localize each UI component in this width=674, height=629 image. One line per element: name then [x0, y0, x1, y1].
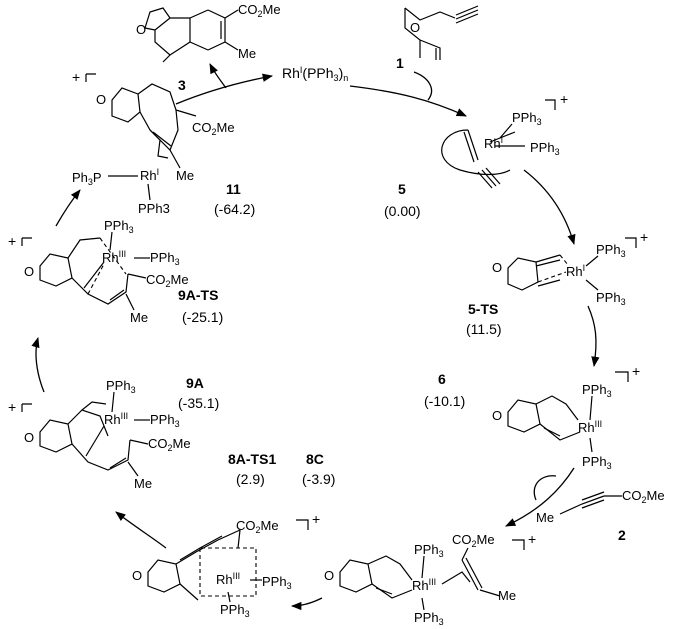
oxygen-atom: O [24, 430, 34, 445]
charge-plus: + [632, 363, 640, 379]
complex-5ts-structure: O RhI PPh3 PPh3 + [492, 229, 648, 307]
ligand-pph3: PPh3 [106, 378, 136, 395]
energy-11: (-64.2) [214, 201, 255, 217]
product-3-structure: O CO2Me Me [136, 2, 281, 63]
oxygen-atom: O [492, 408, 502, 423]
methyl-label: Me [176, 168, 194, 183]
ester-label: CO2Me [452, 532, 495, 549]
compound-label-9ats: 9A-TS [178, 287, 218, 303]
ligand-pph3: PPh3 [530, 140, 560, 157]
ligand-pph3: PPh3 [512, 110, 542, 127]
ligand-pph3: PPh3 [414, 542, 444, 559]
compound-label-8ats1: 8A-TS1 [228, 451, 276, 467]
charge-plus: + [560, 91, 568, 107]
oxygen-atom: O [132, 568, 142, 583]
methyl-label: Me [238, 46, 256, 61]
charge-plus: + [72, 69, 80, 85]
rhodium-atom: RhIII [102, 249, 126, 265]
charge-plus: + [8, 399, 16, 415]
charge-plus: + [8, 233, 16, 249]
energy-8ats1: (2.9) [236, 471, 265, 487]
compound-label-2: 2 [618, 527, 626, 543]
ligand-pph3: PPh3 [596, 242, 626, 259]
arrow-5-to-5ts [523, 169, 576, 245]
reagent-2-structure: Me CO2Me [536, 488, 665, 525]
complex-11-structure: + O CO2Me Me RhI Ph3P PPh3 [72, 69, 235, 216]
complex-9a-structure: + O RhIII PPh3 PPh3 CO2Me Me [8, 378, 191, 491]
rhodium-atom: RhI [566, 263, 585, 279]
rhodium-atom: RhI [484, 135, 503, 151]
charge-plus: + [528, 531, 536, 547]
methyl-label: Me [498, 588, 516, 603]
methyl-label: Me [536, 510, 554, 525]
ester-label: CO2Me [146, 272, 189, 289]
charge-plus: + [640, 229, 648, 245]
ligand-pph3: PPh3 [414, 610, 444, 627]
compound-label-9a: 9A [186, 375, 204, 391]
complex-9ats-structure: + O RhIII PPh3 PPh3 CO2Me Me [8, 218, 189, 325]
rhodium-atom: RhIII [412, 577, 436, 593]
ligand-pph3: PPh3 [262, 574, 292, 591]
ester-label: CO2Me [148, 436, 191, 453]
oxygen-atom: O [136, 22, 146, 37]
arrow-catalyst-to-5 [349, 85, 467, 117]
ligand-pph3: PPh3 [582, 382, 612, 399]
complex-8c-structure: O RhIII PPh3 PPh3 CO2Me Me + [324, 531, 536, 627]
rhodium-atom: RhIII [104, 411, 128, 427]
ligand-pph3: PPh3 [138, 201, 170, 216]
arrow-9a-to-9ats [31, 336, 45, 393]
charge-plus: + [312, 511, 320, 527]
ester-label: CO2Me [192, 120, 235, 137]
oxygen-atom: O [324, 568, 334, 583]
substrate-1-structure: O [404, 5, 479, 60]
arrow-5ts-to-6 [587, 305, 600, 368]
energy-9a: (-35.1) [178, 395, 219, 411]
arrow-8c-to-8ats1 [290, 597, 323, 611]
oxygen-atom: O [96, 92, 106, 107]
energy-5ts: (11.5) [466, 321, 502, 337]
energy-5: (0.00) [384, 203, 421, 219]
compound-label-3: 3 [178, 77, 186, 93]
complex-8ats1-structure: O RhIII PPh3 PPh3 CO2Me + [132, 511, 320, 619]
energy-6: (-10.1) [424, 393, 465, 409]
arrow-substrate-1-join [413, 71, 433, 101]
arrow-11-to-catalyst [175, 73, 274, 105]
ligand-pph3: PPh3 [582, 454, 612, 471]
compound-label-8c: 8C [306, 451, 324, 467]
complex-6-structure: O RhIII PPh3 PPh3 + [492, 363, 640, 471]
compound-label-5: 5 [398, 181, 406, 197]
ligand-ph3p: Ph3P [72, 170, 102, 187]
compound-label-5ts: 5-TS [468, 301, 498, 317]
rhodium-atom: RhIII [216, 571, 240, 587]
oxygen-atom: O [492, 260, 502, 275]
ester-label: CO2Me [622, 488, 665, 505]
catalyst-label: RhI(PPh3)n [282, 65, 348, 83]
ligand-pph3: PPh3 [220, 602, 250, 619]
ester-label: CO2Me [236, 518, 279, 535]
compound-label-11: 11 [226, 181, 241, 197]
energy-9ats: (-25.1) [182, 309, 223, 325]
complex-5-structure: RhI PPh3 PPh3 + [441, 91, 568, 189]
arrow-reagent-2-join [533, 475, 557, 501]
ligand-pph3: PPh3 [150, 412, 180, 429]
methyl-label: Me [130, 310, 148, 325]
rhodium-atom: RhIII [578, 419, 602, 435]
arrow-6-to-8c [505, 467, 575, 527]
compound-label-1: 1 [396, 55, 404, 71]
arrow-release-product-3 [209, 63, 227, 89]
ligand-pph3: PPh3 [104, 218, 134, 235]
compound-label-6: 6 [438, 371, 446, 387]
energy-8c: (-3.9) [302, 471, 335, 487]
arrow-8ats1-to-9a [115, 511, 167, 549]
oxygen-atom: O [410, 20, 420, 35]
rhodium-atom: RhI [140, 167, 159, 183]
ligand-pph3: PPh3 [596, 290, 626, 307]
methyl-label: Me [134, 476, 152, 491]
ligand-pph3: PPh3 [150, 250, 180, 267]
arrow-9ats-to-11 [55, 189, 81, 227]
oxygen-atom: O [24, 264, 34, 279]
ester-label: CO2Me [238, 2, 281, 19]
